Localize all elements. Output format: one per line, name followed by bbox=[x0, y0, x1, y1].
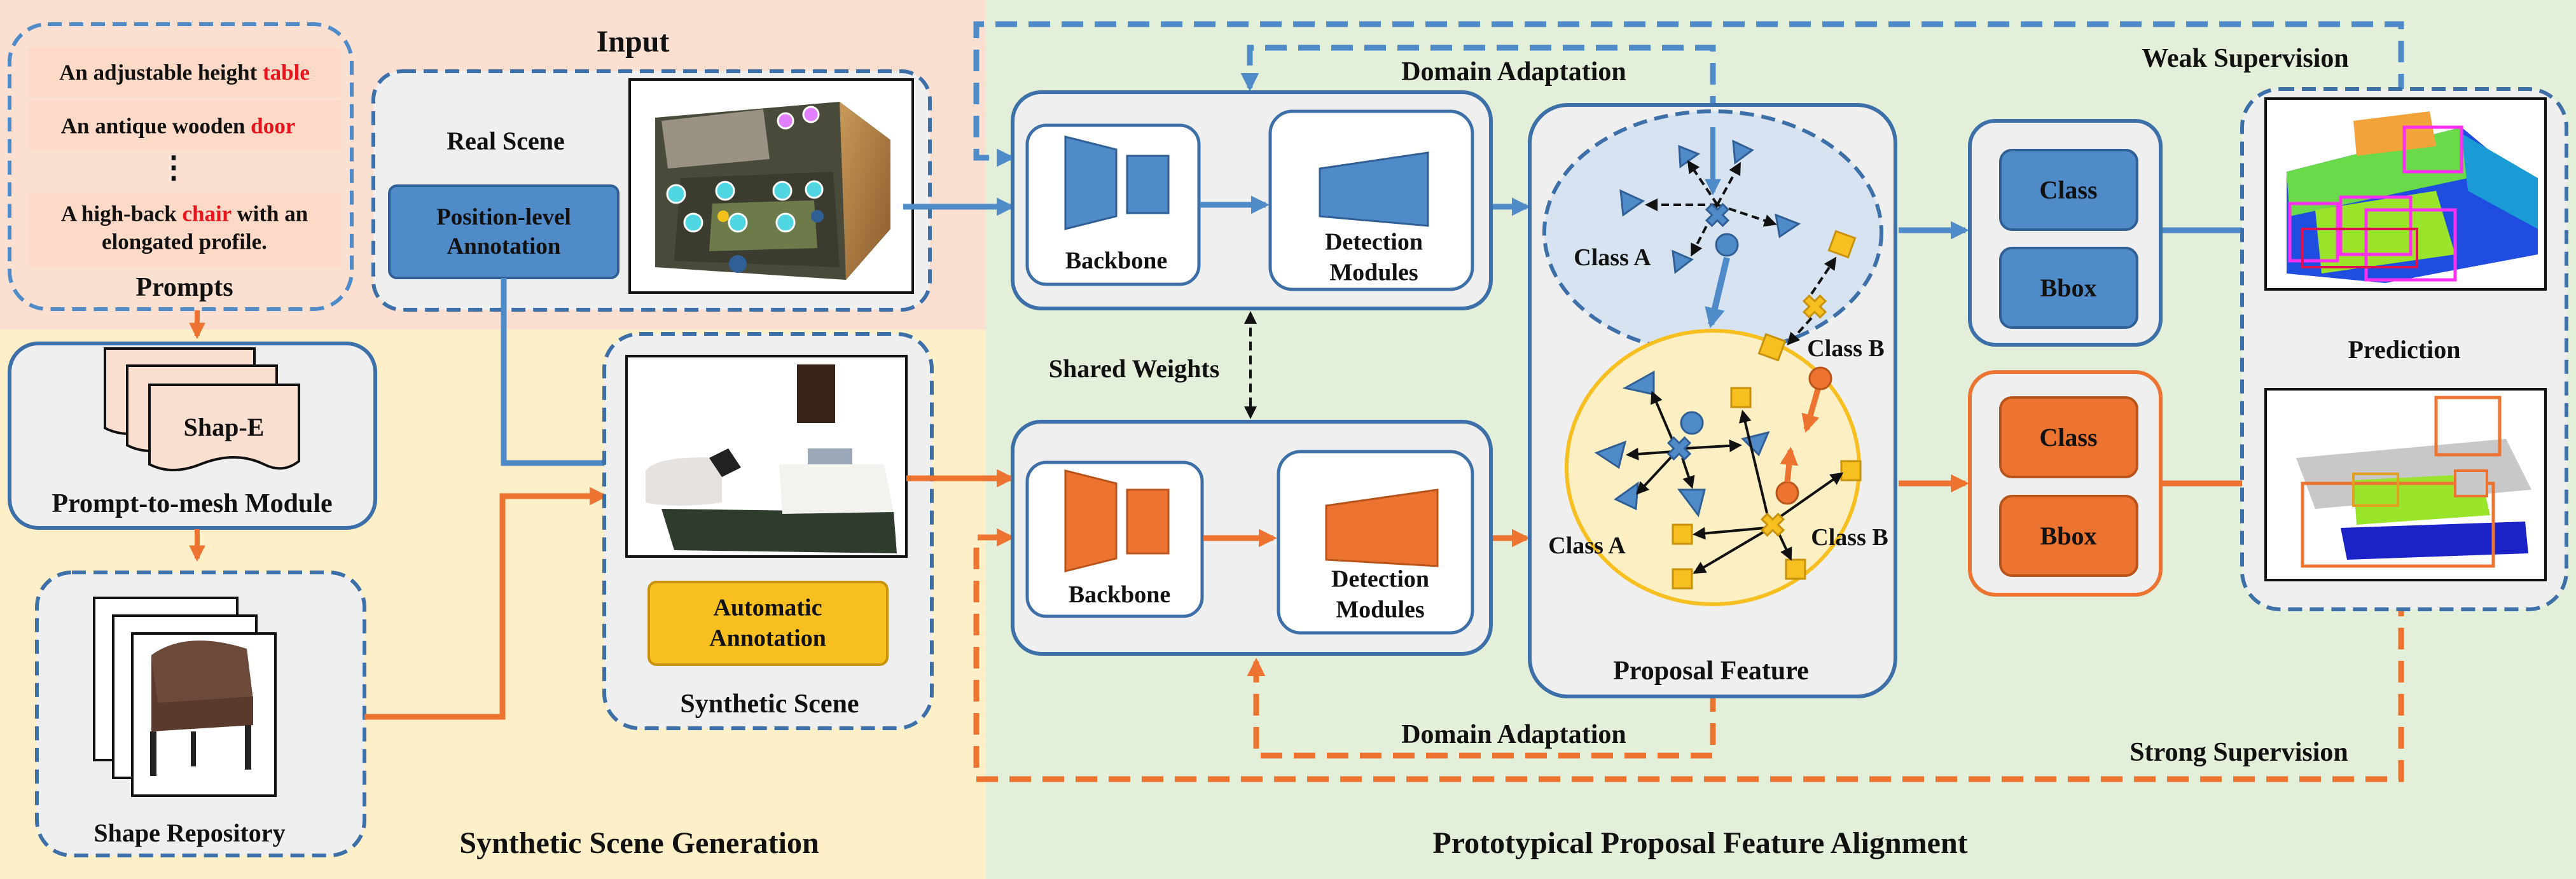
shape-repository-label: Shape Repository bbox=[93, 819, 286, 847]
prompts-title: Prompts bbox=[135, 273, 233, 302]
shap-e-document-icon bbox=[148, 384, 300, 471]
bbox-top-label: Bbox bbox=[2040, 273, 2097, 302]
automatic-annotation-label: Automatic Annotation bbox=[709, 594, 826, 652]
synthetic-generation-title: Synthetic Scene Generation bbox=[459, 826, 819, 860]
real-scene-pointcloud bbox=[655, 102, 890, 280]
chair-shape-icon bbox=[150, 640, 253, 776]
prompt-2: An antique wooden door bbox=[60, 113, 296, 139]
top-class-b-label: Class B bbox=[1807, 335, 1885, 362]
bottom-class-b-label: Class B bbox=[1811, 524, 1888, 551]
strong-supervision-label: Strong Supervision bbox=[2129, 738, 2348, 767]
prediction-label: Prediction bbox=[2348, 335, 2461, 364]
domain-adaptation-top-label: Domain Adaptation bbox=[1401, 57, 1626, 87]
class-bottom-label: Class bbox=[2039, 423, 2098, 452]
synthetic-class-b-cluster bbox=[1672, 366, 1862, 590]
class-top-label: Class bbox=[2039, 176, 2098, 204]
proposal-feature-label: Proposal Feature bbox=[1613, 656, 1809, 686]
backbone-top-shape bbox=[1064, 135, 1118, 230]
synthetic-class-a-cluster bbox=[1594, 370, 1770, 518]
prompt-to-mesh-label: Prompt-to-mesh Module bbox=[52, 489, 333, 518]
detection-top-label: Detection Modules bbox=[1324, 228, 1423, 286]
detection-bottom-shape bbox=[1325, 488, 1439, 567]
prompt-3: A high-back chair with an elongated prof… bbox=[60, 201, 308, 254]
input-title: Input bbox=[596, 25, 670, 59]
bottom-class-a-label: Class A bbox=[1548, 532, 1626, 559]
real-class-b-cluster bbox=[1757, 230, 1857, 362]
alignment-title: Prototypical Proposal Feature Alignment bbox=[1432, 826, 1968, 860]
backbone-bottom-label: Backbone bbox=[1068, 581, 1171, 608]
shared-weights-label: Shared Weights bbox=[1048, 354, 1220, 383]
shap-e-label: Shap-E bbox=[183, 413, 265, 441]
bbox-bottom-box bbox=[1999, 495, 2138, 577]
real-class-a-cluster bbox=[1619, 127, 1801, 274]
prediction-bottom-pointcloud bbox=[2296, 396, 2531, 568]
synthetic-scene-render bbox=[646, 364, 897, 553]
class-bottom-box bbox=[1999, 396, 2138, 478]
backbone-bottom-shape bbox=[1064, 469, 1118, 572]
class-top-box bbox=[1999, 149, 2138, 231]
bbox-bottom-label: Bbox bbox=[2040, 522, 2097, 550]
prediction-top-pointcloud bbox=[2287, 111, 2538, 283]
bbox-top-box bbox=[1999, 247, 2138, 329]
detection-bottom-label: Detection Modules bbox=[1331, 565, 1430, 623]
backbone-top-label: Backbone bbox=[1065, 247, 1168, 274]
prompt-1: An adjustable height table bbox=[59, 60, 310, 85]
synthetic-scene-label: Synthetic Scene bbox=[680, 689, 859, 719]
domain-adaptation-bottom-label: Domain Adaptation bbox=[1401, 720, 1626, 749]
position-annotation-label: Position-level Annotation bbox=[436, 204, 571, 260]
weak-supervision-label: Weak Supervision bbox=[2142, 44, 2349, 73]
real-scene-label: Real Scene bbox=[447, 127, 565, 155]
prompts-ellipsis: ⋮ bbox=[158, 151, 189, 184]
automatic-annotation-box bbox=[647, 581, 889, 666]
top-class-a-label: Class A bbox=[1574, 244, 1651, 271]
detection-top-shape bbox=[1319, 151, 1429, 227]
